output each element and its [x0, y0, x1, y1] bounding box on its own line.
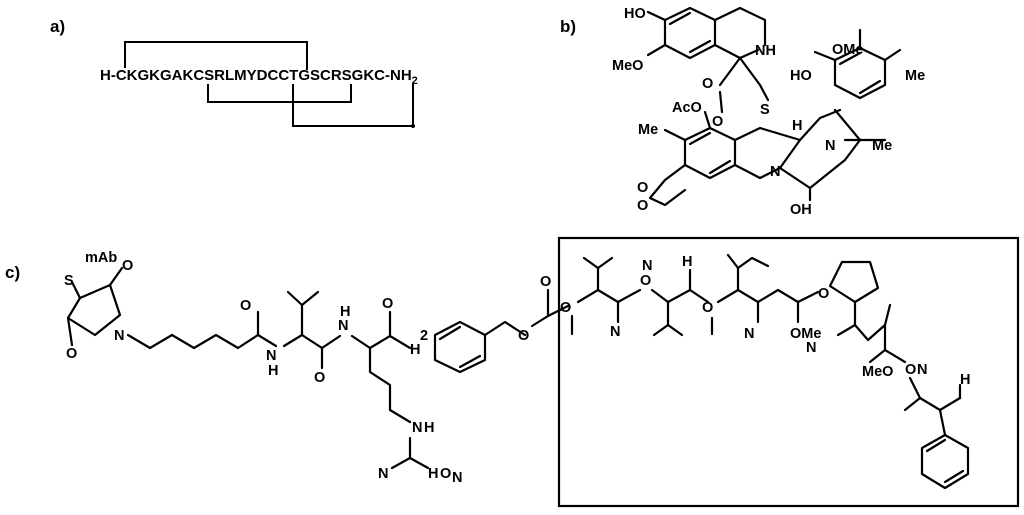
- atom-o-carbamate: O: [518, 328, 529, 344]
- atom-o-mmae-3: OMe: [790, 326, 821, 342]
- atom-h: H: [792, 118, 802, 134]
- atom-o-mmae-1: N: [610, 324, 620, 340]
- atom-nh: NH: [755, 43, 776, 59]
- atom-nh2-n: H: [428, 466, 438, 482]
- aromatic-ring-3: [683, 126, 737, 180]
- atom-n-citrulline: N: [338, 318, 348, 334]
- atom-meo: MeO: [612, 58, 643, 74]
- panel-b: b) HO MeO NH O O S HO OMe Me: [560, 6, 925, 218]
- atom-n-mmae: O: [560, 300, 571, 316]
- panel-b-label: b): [560, 17, 576, 36]
- atom-h-mmae-2: N: [642, 258, 652, 274]
- atom-carbonyl-o: O: [702, 76, 713, 92]
- atom-h-urea: H: [424, 420, 434, 436]
- atom-n-mmae-2: O: [640, 273, 651, 289]
- atom-n-anilide: H: [410, 342, 420, 358]
- atom-ho-2: HO: [790, 68, 812, 84]
- atom-o-citrulline: O: [382, 296, 393, 312]
- pabc-ring: [433, 320, 487, 374]
- atom-h-citrulline: H: [340, 304, 350, 320]
- atom-ester-o: O: [712, 114, 723, 130]
- atom-mab: mAb: [85, 250, 117, 266]
- payload-box: [557, 236, 1020, 508]
- sequence-c-terminus: -NH: [385, 67, 412, 84]
- citrulline-side-chain: [368, 346, 412, 424]
- atom-n-imide: N: [114, 328, 124, 344]
- atom-nh2-h: O: [440, 466, 451, 482]
- atom-n-amide: O: [905, 362, 916, 378]
- aromatic-ring-1: [663, 6, 717, 60]
- atom-nh2-sub: N: [452, 470, 462, 486]
- peptide-sequence: H-CKGKGAKCSRLMYDCCTGSCRSGKC-NH2: [100, 67, 418, 87]
- panel-c: c) S mAb O N O O N H O N H O N H: [5, 236, 1020, 508]
- atom-n-valine: N: [266, 348, 276, 364]
- disulfide-bridge-2: [207, 84, 352, 103]
- atom-h-amide: N: [917, 362, 927, 378]
- sequence-subscript: 2: [412, 75, 418, 87]
- atom-oh: OH: [790, 202, 812, 218]
- succinimide-ring: [66, 283, 122, 337]
- piperidine-ring: [713, 6, 767, 47]
- atom-o-mmae-2: H: [682, 254, 692, 270]
- atom-h-anilide: 2: [420, 328, 428, 344]
- atom-n-mmae-3: O: [702, 300, 713, 316]
- disulfide-bridge-3: [292, 84, 414, 127]
- bridge-dot: [411, 124, 415, 128]
- proline-ring: [828, 260, 880, 304]
- atom-oh-mmae: H: [960, 372, 970, 388]
- panel-c-label: c): [5, 263, 20, 282]
- atom-n: N: [825, 138, 835, 154]
- atom-o-dioxy-1: O: [637, 180, 648, 196]
- panel-a-label: a): [50, 17, 65, 36]
- atom-s: S: [64, 273, 74, 289]
- atom-me-3: Me: [872, 138, 892, 154]
- atom-ome-mmae: N: [744, 326, 754, 342]
- atom-o-1: O: [122, 258, 133, 274]
- atom-n-2: N: [770, 164, 780, 180]
- atom-n-proline: O: [818, 286, 829, 302]
- atom-n-urea: N: [412, 420, 422, 436]
- atom-o-mmae-4: MeO: [862, 364, 893, 380]
- atom-o-dioxy-2: O: [637, 198, 648, 214]
- atom-ome: OMe: [832, 42, 863, 58]
- atom-o-carbamate-2: O: [540, 274, 551, 290]
- sequence-n-terminus: H-: [100, 67, 116, 84]
- atom-aco: AcO: [672, 100, 702, 116]
- atom-s: S: [760, 102, 770, 118]
- atom-me-2: Me: [638, 122, 658, 138]
- atom-o-2: O: [66, 346, 77, 362]
- panel-a: a) H-CKGKGAKCSRLMYDCCTGSCRSGKC-NH2: [50, 17, 418, 128]
- methylenedioxy-ring: [648, 163, 687, 207]
- atom-meo-mmae: N: [806, 340, 816, 356]
- atom-ho: HO: [624, 6, 646, 22]
- disulfide-bridges: [124, 41, 415, 128]
- atom-o-3: O: [240, 298, 251, 314]
- sequence-residues: CKGKGAKCSRLMYDCCTGSCRSGKC: [116, 67, 385, 84]
- atom-o-valine: O: [314, 370, 325, 386]
- disulfide-bridge-1: [124, 41, 308, 70]
- atom-me: Me: [905, 68, 925, 84]
- phenyl-ring: [920, 433, 970, 490]
- atom-o-urea: N: [378, 466, 388, 482]
- atom-h-valine: H: [268, 363, 278, 379]
- hexanoyl-chain: [126, 333, 260, 350]
